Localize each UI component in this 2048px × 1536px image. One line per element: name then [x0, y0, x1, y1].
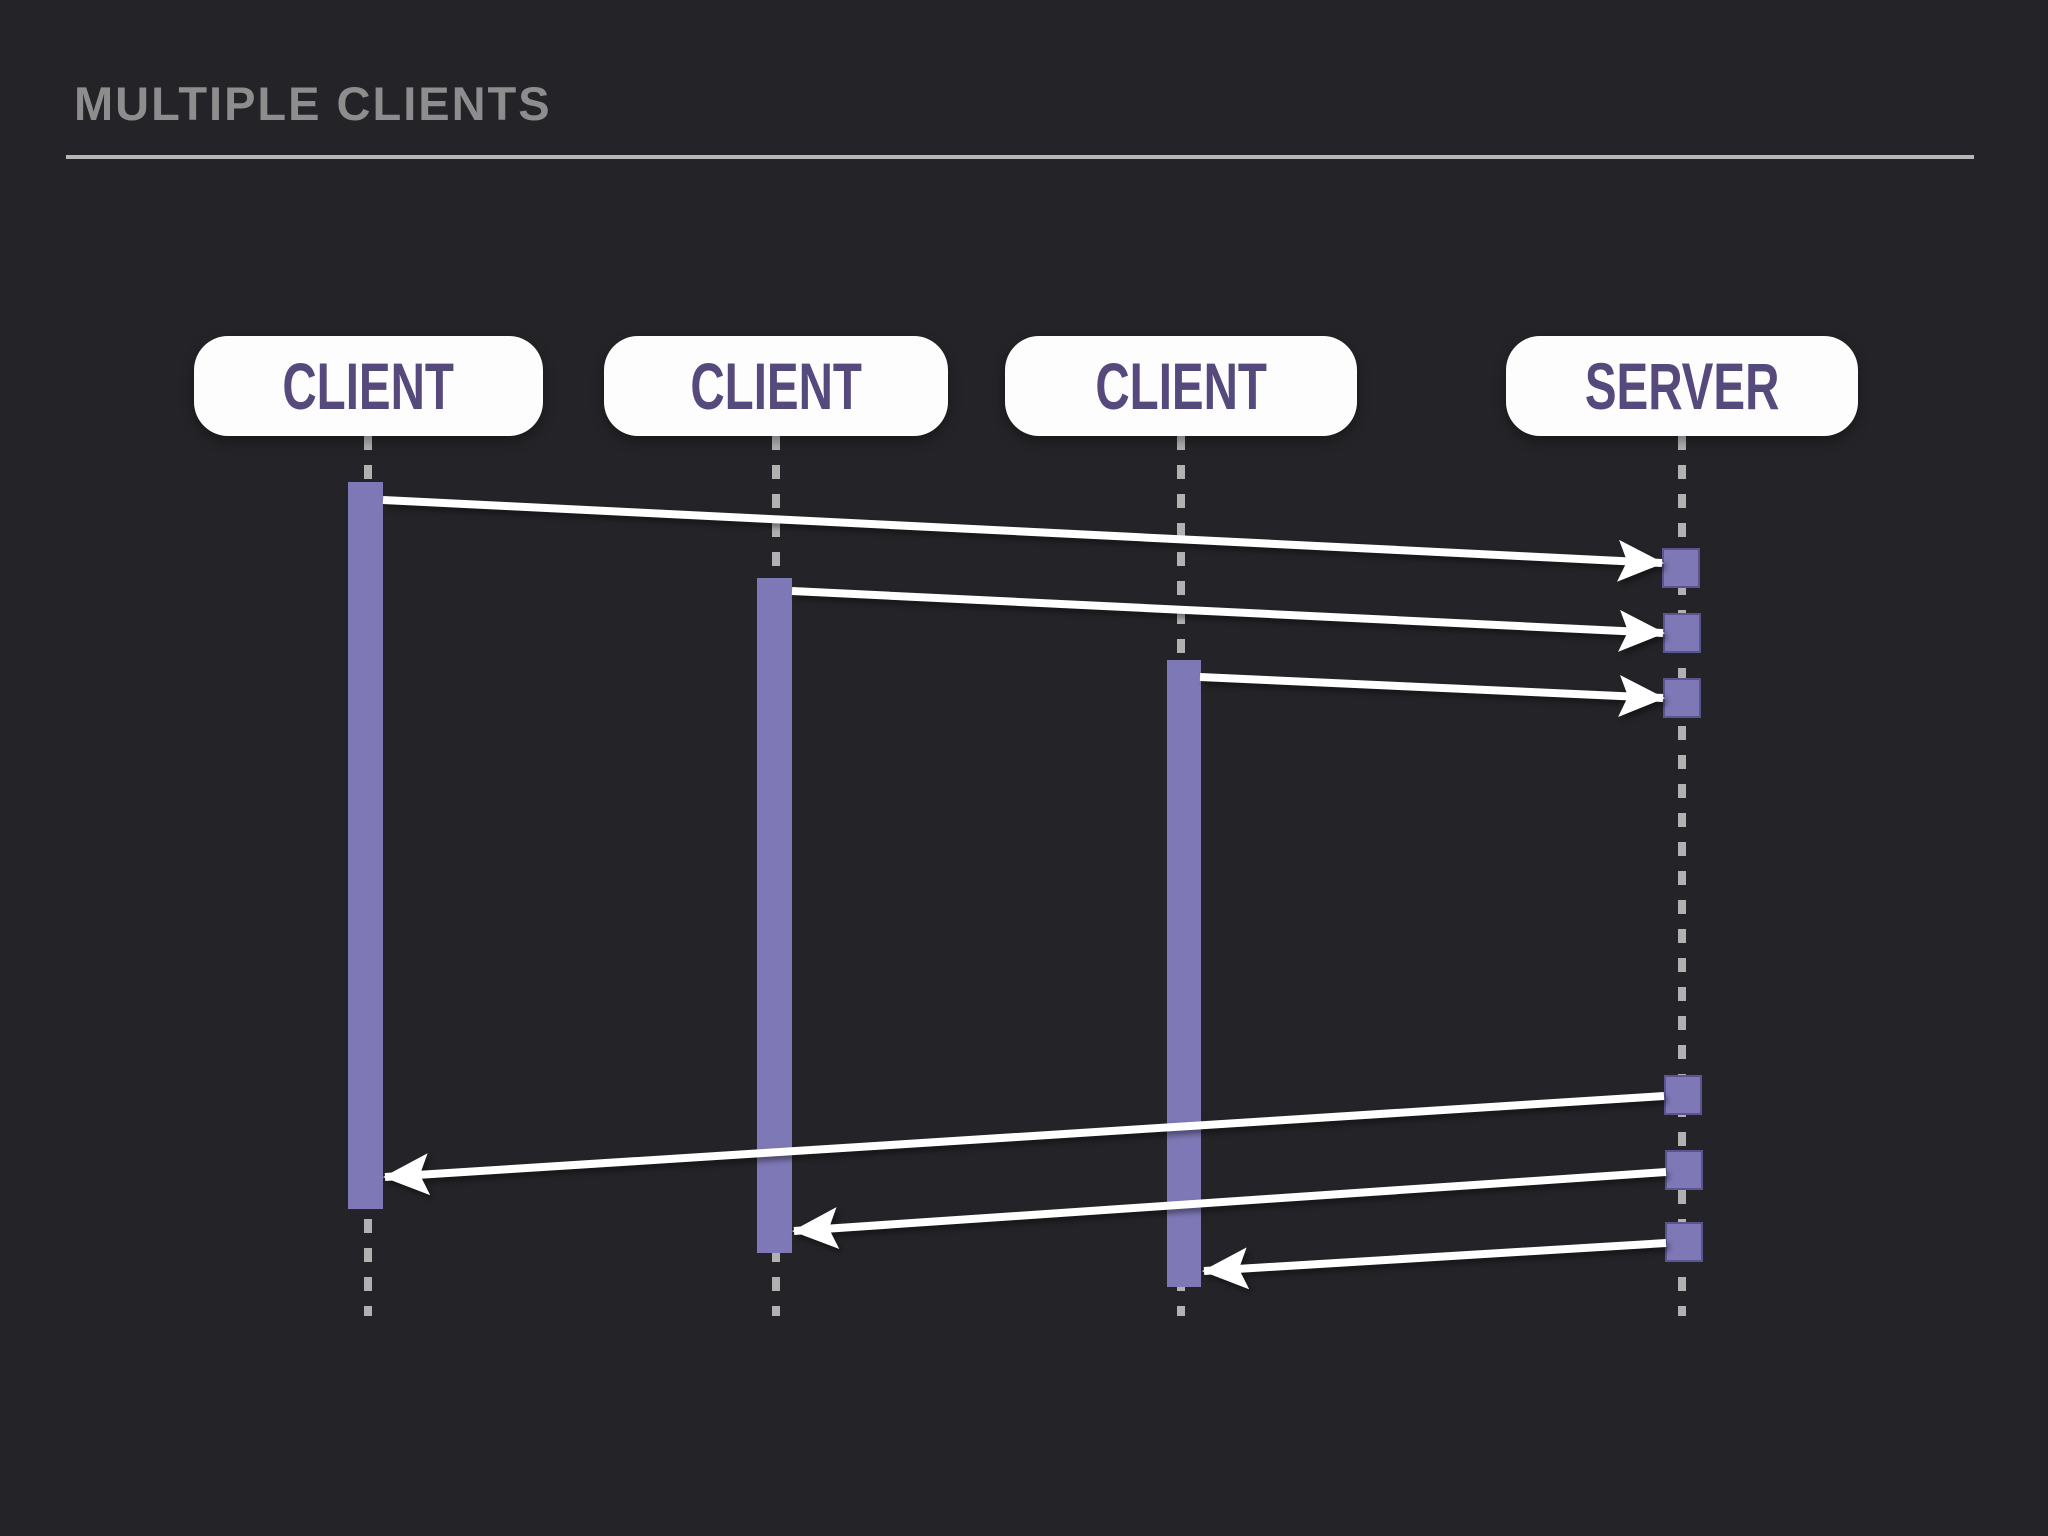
activation-bar-client-3: [1167, 660, 1201, 1287]
server-activation-3: [1663, 678, 1701, 718]
response-arrow-server-to-client-3: [1202, 1239, 1667, 1290]
title-divider: [66, 155, 1974, 159]
actor-label: CLIENT: [282, 349, 455, 423]
actor-label: CLIENT: [690, 349, 862, 423]
slide-title: MULTIPLE CLIENTS: [74, 77, 552, 130]
actor-box-client-1: CLIENT: [194, 336, 543, 436]
request-arrow-client-1-to-server: [382, 496, 1664, 582]
actor-box-client-2: CLIENT: [604, 336, 948, 436]
response-arrow-server-to-client-1: [383, 1092, 1665, 1196]
actor-label: SERVER: [1584, 349, 1780, 423]
server-activation-6: [1665, 1222, 1703, 1262]
activation-bar-client-2: [757, 578, 792, 1253]
actor-label: CLIENT: [1095, 349, 1267, 423]
server-activation-4: [1664, 1075, 1702, 1115]
request-arrow-client-2-to-server: [791, 587, 1665, 652]
activation-bar-client-1: [348, 482, 383, 1209]
actor-box-server: SERVER: [1506, 336, 1858, 436]
request-arrow-client-3-to-server: [1199, 673, 1665, 717]
actor-box-client-3: CLIENT: [1005, 336, 1357, 436]
server-activation-5: [1665, 1150, 1703, 1190]
response-arrow-server-to-client-2: [792, 1168, 1667, 1249]
